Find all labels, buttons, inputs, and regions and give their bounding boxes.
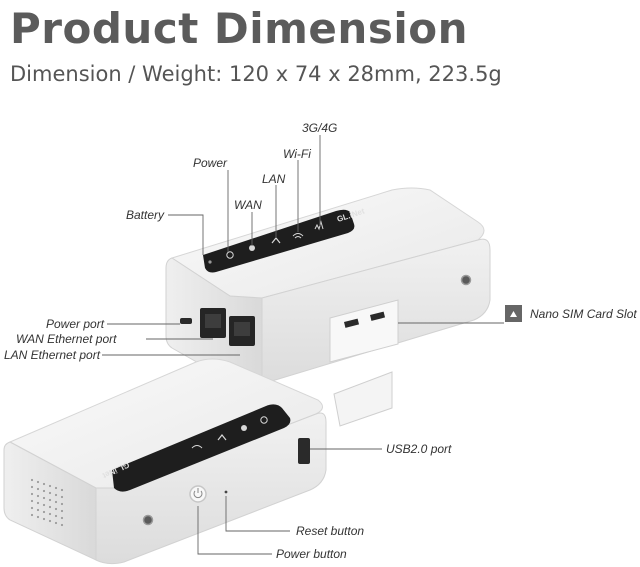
lan-port-label: LAN Ethernet port: [4, 348, 101, 362]
power-port-label: Power port: [46, 317, 105, 331]
power-led-icon: [226, 251, 234, 259]
power-label: Power: [193, 156, 228, 170]
dimension-subtitle: Dimension / Weight: 120 x 74 x 28mm, 223…: [10, 62, 502, 86]
usb-port: [298, 438, 310, 464]
vent-grille: [30, 478, 64, 527]
lan-label: LAN: [262, 172, 286, 186]
wifi-led-icon: [292, 233, 304, 239]
leader-lines: [102, 135, 504, 555]
reset-button-label: Reset button: [296, 524, 365, 538]
sim-slot-label: Nano SIM Card Slot: [530, 307, 637, 321]
battery-led-icon: [208, 260, 212, 264]
sim-tray: [333, 371, 393, 427]
wifi-label: Wi-Fi: [283, 147, 311, 161]
wan-label: WAN: [234, 198, 262, 212]
reset-pinhole: [224, 490, 228, 494]
battery-label: Battery: [126, 208, 165, 222]
network-label: 3G/4G: [302, 121, 338, 135]
screw-icon-2: [142, 514, 154, 526]
router-bottom-view: GL.iNet: [3, 358, 327, 565]
network-led-icon: [314, 220, 324, 231]
power-button-icon: [189, 485, 207, 503]
page-title: Product Dimension: [10, 4, 468, 53]
screw-icon: [460, 274, 472, 286]
wan-port-label: WAN Ethernet port: [16, 332, 117, 346]
usb-port-label: USB2.0 port: [386, 442, 452, 456]
power-port: [180, 318, 192, 324]
power-button-label: Power button: [276, 547, 347, 561]
wan-led-icon: [249, 245, 255, 251]
router-top-view: GL.iNet: [165, 187, 491, 427]
